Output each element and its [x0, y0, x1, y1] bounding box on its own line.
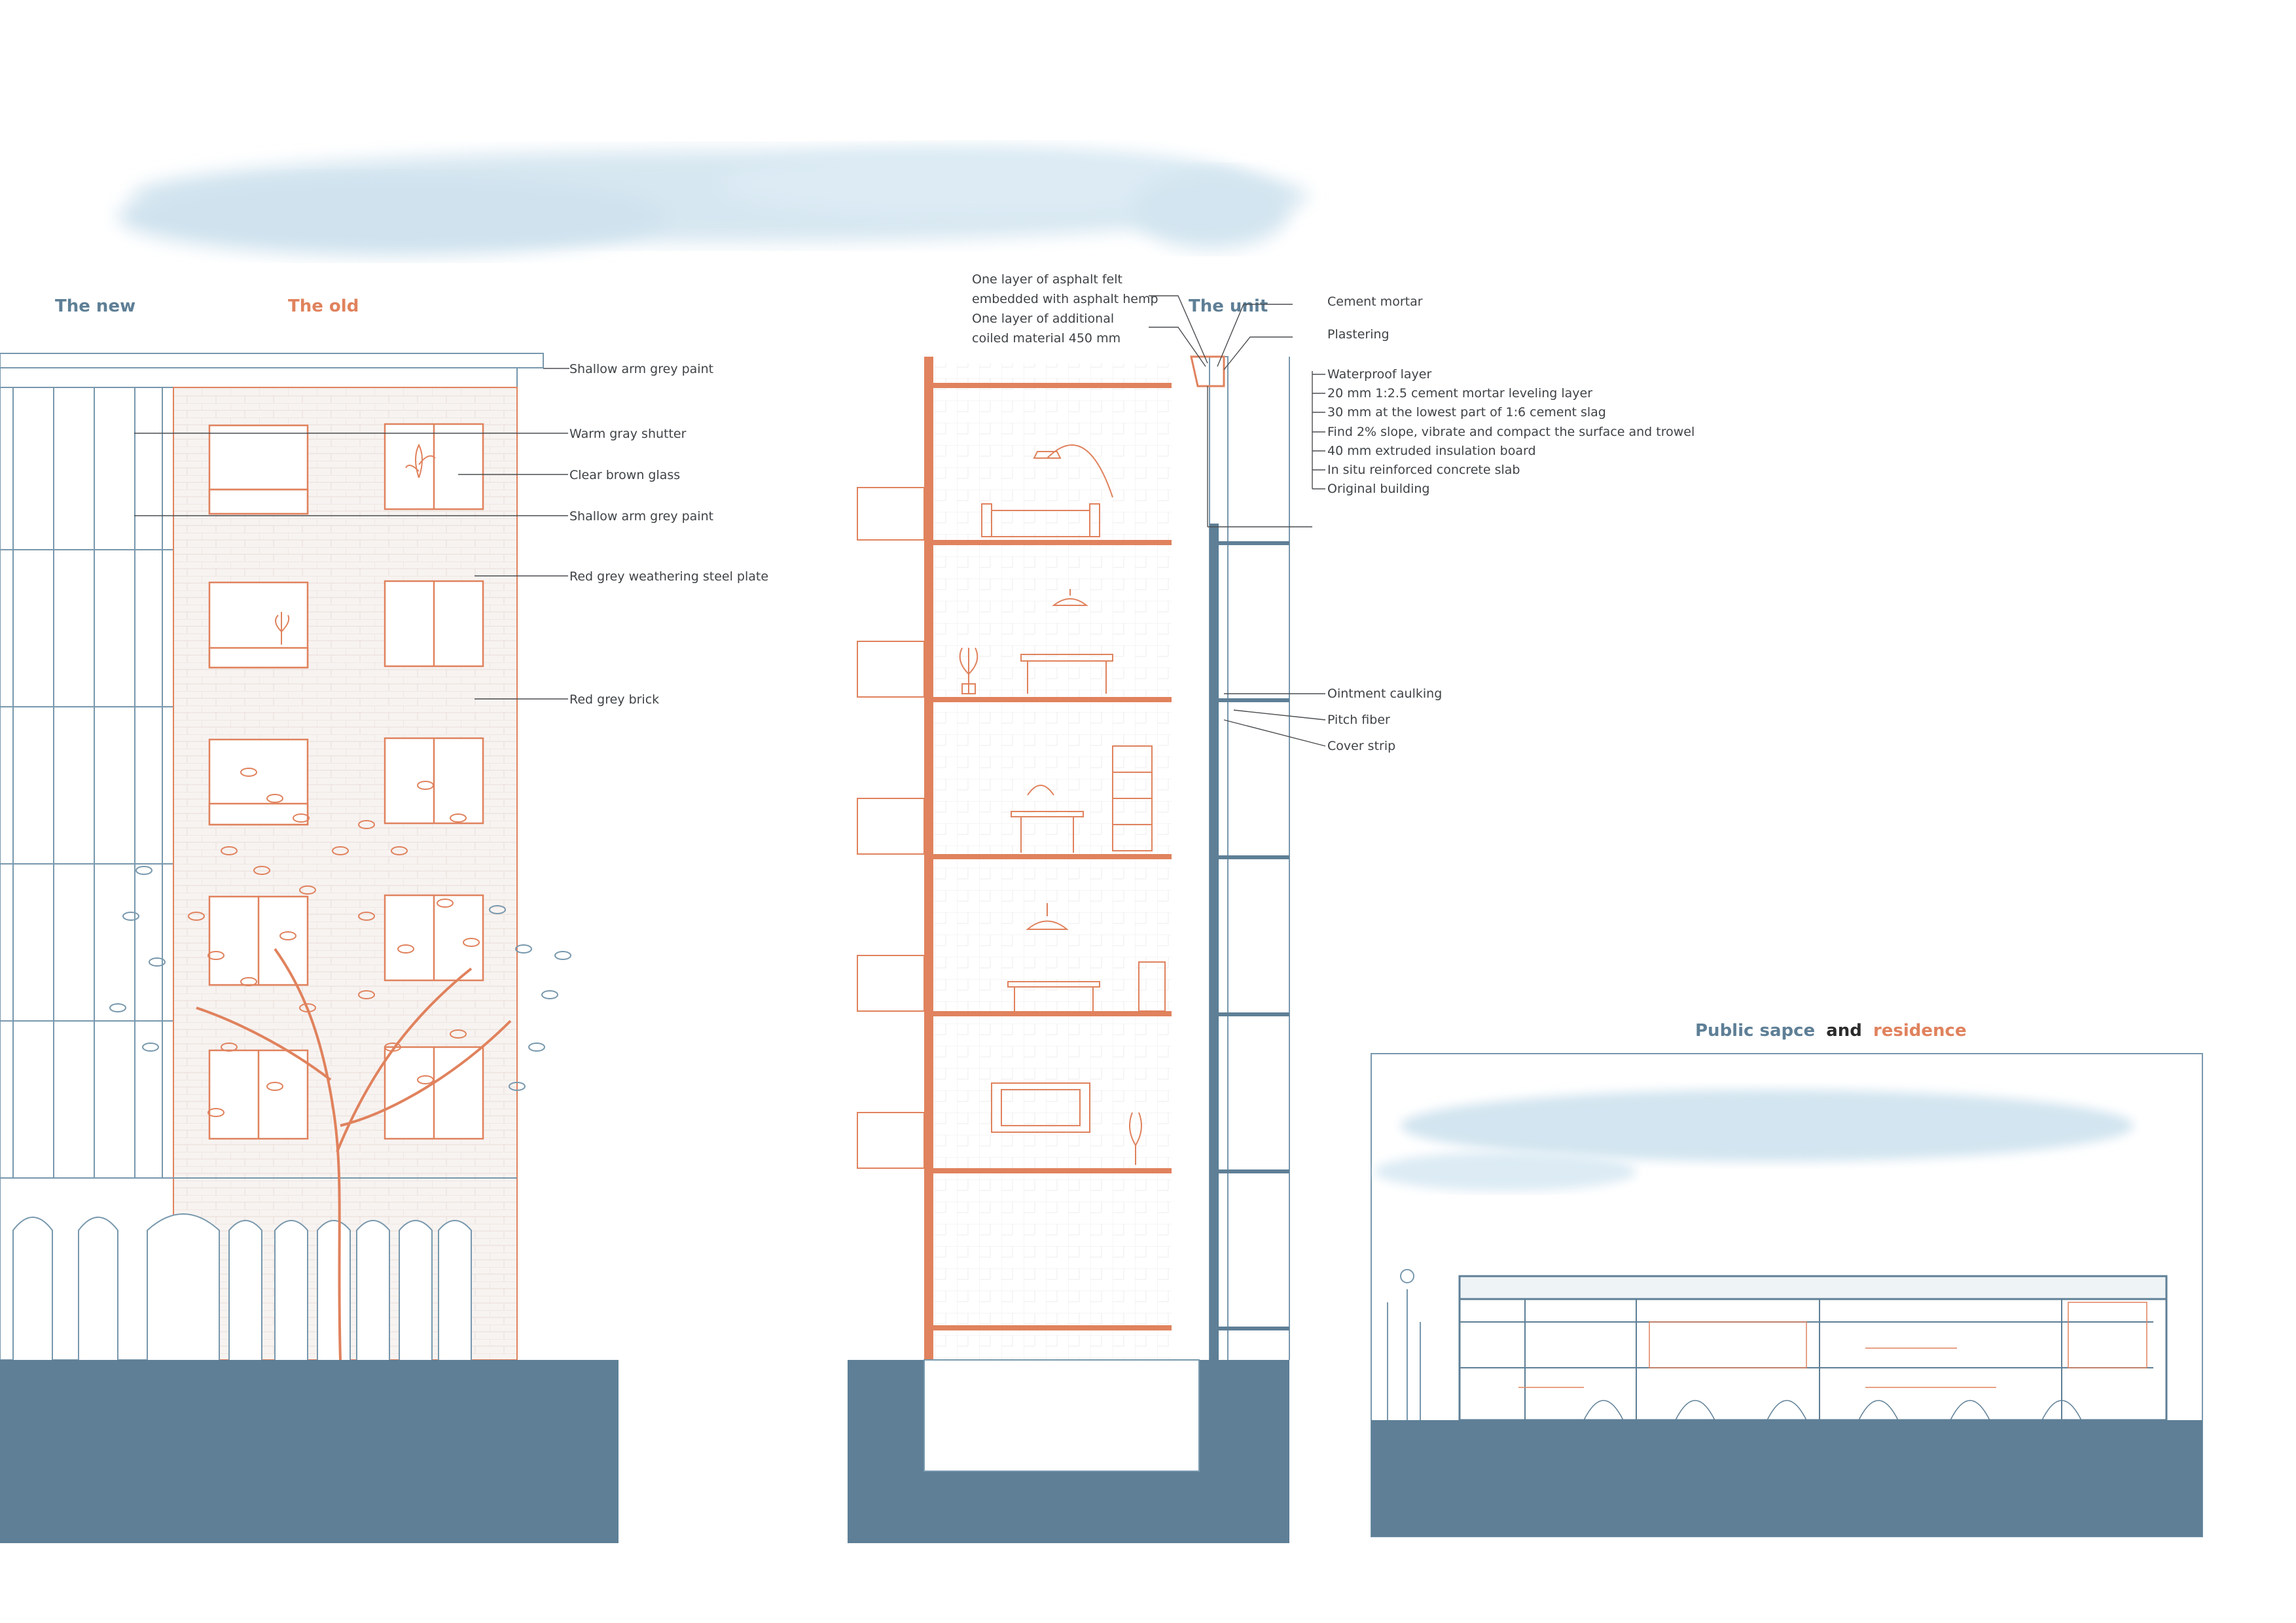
table-icon	[1020, 654, 1113, 694]
roof-layer-label: 20 mm 1:2.5 cement mortar leveling layer	[1327, 386, 1592, 401]
elevation-label: Shallow arm grey paint	[569, 509, 713, 524]
section-left-label: coiled material 450 mm	[972, 331, 1121, 346]
section-left-label: One layer of asphalt felt	[972, 272, 1122, 287]
roof-layer-label: Find 2% slope, vibrate and compact the s…	[1327, 425, 1695, 439]
sofa-icon	[981, 503, 1100, 537]
elevation-label: Shallow arm grey paint	[569, 362, 713, 376]
elevation-label: Clear brown glass	[569, 468, 680, 482]
elevation-drawing	[0, 353, 619, 1543]
roof-layer-label: In situ reinforced concrete slab	[1327, 463, 1520, 477]
panel-ground	[1371, 1420, 2202, 1537]
potted-plant-icon	[959, 647, 978, 694]
roof-layer-label: 40 mm extruded insulation board	[1327, 444, 1536, 458]
heading-public: Public sapce and residence	[1695, 1021, 1967, 1041]
tree-icon	[109, 768, 571, 1361]
roof-layer-label: Waterproof layer	[1327, 367, 1431, 382]
new-building	[0, 385, 174, 1361]
section-labels: One layer of asphalt felt embedded with …	[972, 272, 1695, 753]
heading-unit: The unit	[1189, 296, 1268, 316]
roof-label: Plastering	[1327, 327, 1390, 342]
roof-label: Cement mortar	[1327, 294, 1423, 309]
lamp-icon	[1033, 444, 1113, 498]
joint-label: Pitch fiber	[1327, 713, 1390, 727]
section-left-label: One layer of additional	[972, 312, 1114, 326]
roof-layer-label: Original building	[1327, 482, 1430, 496]
balconies	[857, 487, 925, 1169]
roof-layer-label: 30 mm at the lowest part of 1:6 cement s…	[1327, 405, 1606, 419]
heading-public-part2: residence	[1873, 1021, 1967, 1041]
section-drawing	[848, 355, 1290, 1543]
potted-plant-icon	[275, 443, 436, 645]
arcade	[12, 1213, 472, 1360]
shelf-icon	[1112, 745, 1153, 851]
section-left-label: embedded with asphalt hemp	[972, 292, 1158, 306]
elevation-label: Warm gray shutter	[569, 427, 687, 441]
section-leaders	[1149, 295, 1326, 747]
ground	[0, 1360, 619, 1543]
heading-new: The new	[55, 296, 135, 316]
joint-label: Cover strip	[1327, 739, 1395, 753]
heading-public-and: and	[1826, 1021, 1862, 1041]
elevation-leaders	[134, 368, 569, 700]
old-building	[173, 387, 518, 1361]
furniture	[959, 444, 1166, 1165]
windows	[208, 423, 484, 1140]
joint-label: Ointment caulking	[1327, 687, 1442, 701]
elevation-labels: Shallow arm grey paint Warm gray shutter…	[569, 362, 768, 707]
heading-old: The old	[288, 296, 359, 316]
tree-icon	[1387, 1269, 1421, 1420]
elevation-label: Red grey weathering steel plate	[569, 569, 768, 584]
cloud-icon	[118, 147, 1309, 255]
heading-public-part1: Public sapce	[1695, 1021, 1815, 1041]
public-space-panel	[1371, 1053, 2203, 1537]
elevation-label: Red grey brick	[569, 692, 659, 707]
cloud-icon	[1374, 1090, 2134, 1191]
